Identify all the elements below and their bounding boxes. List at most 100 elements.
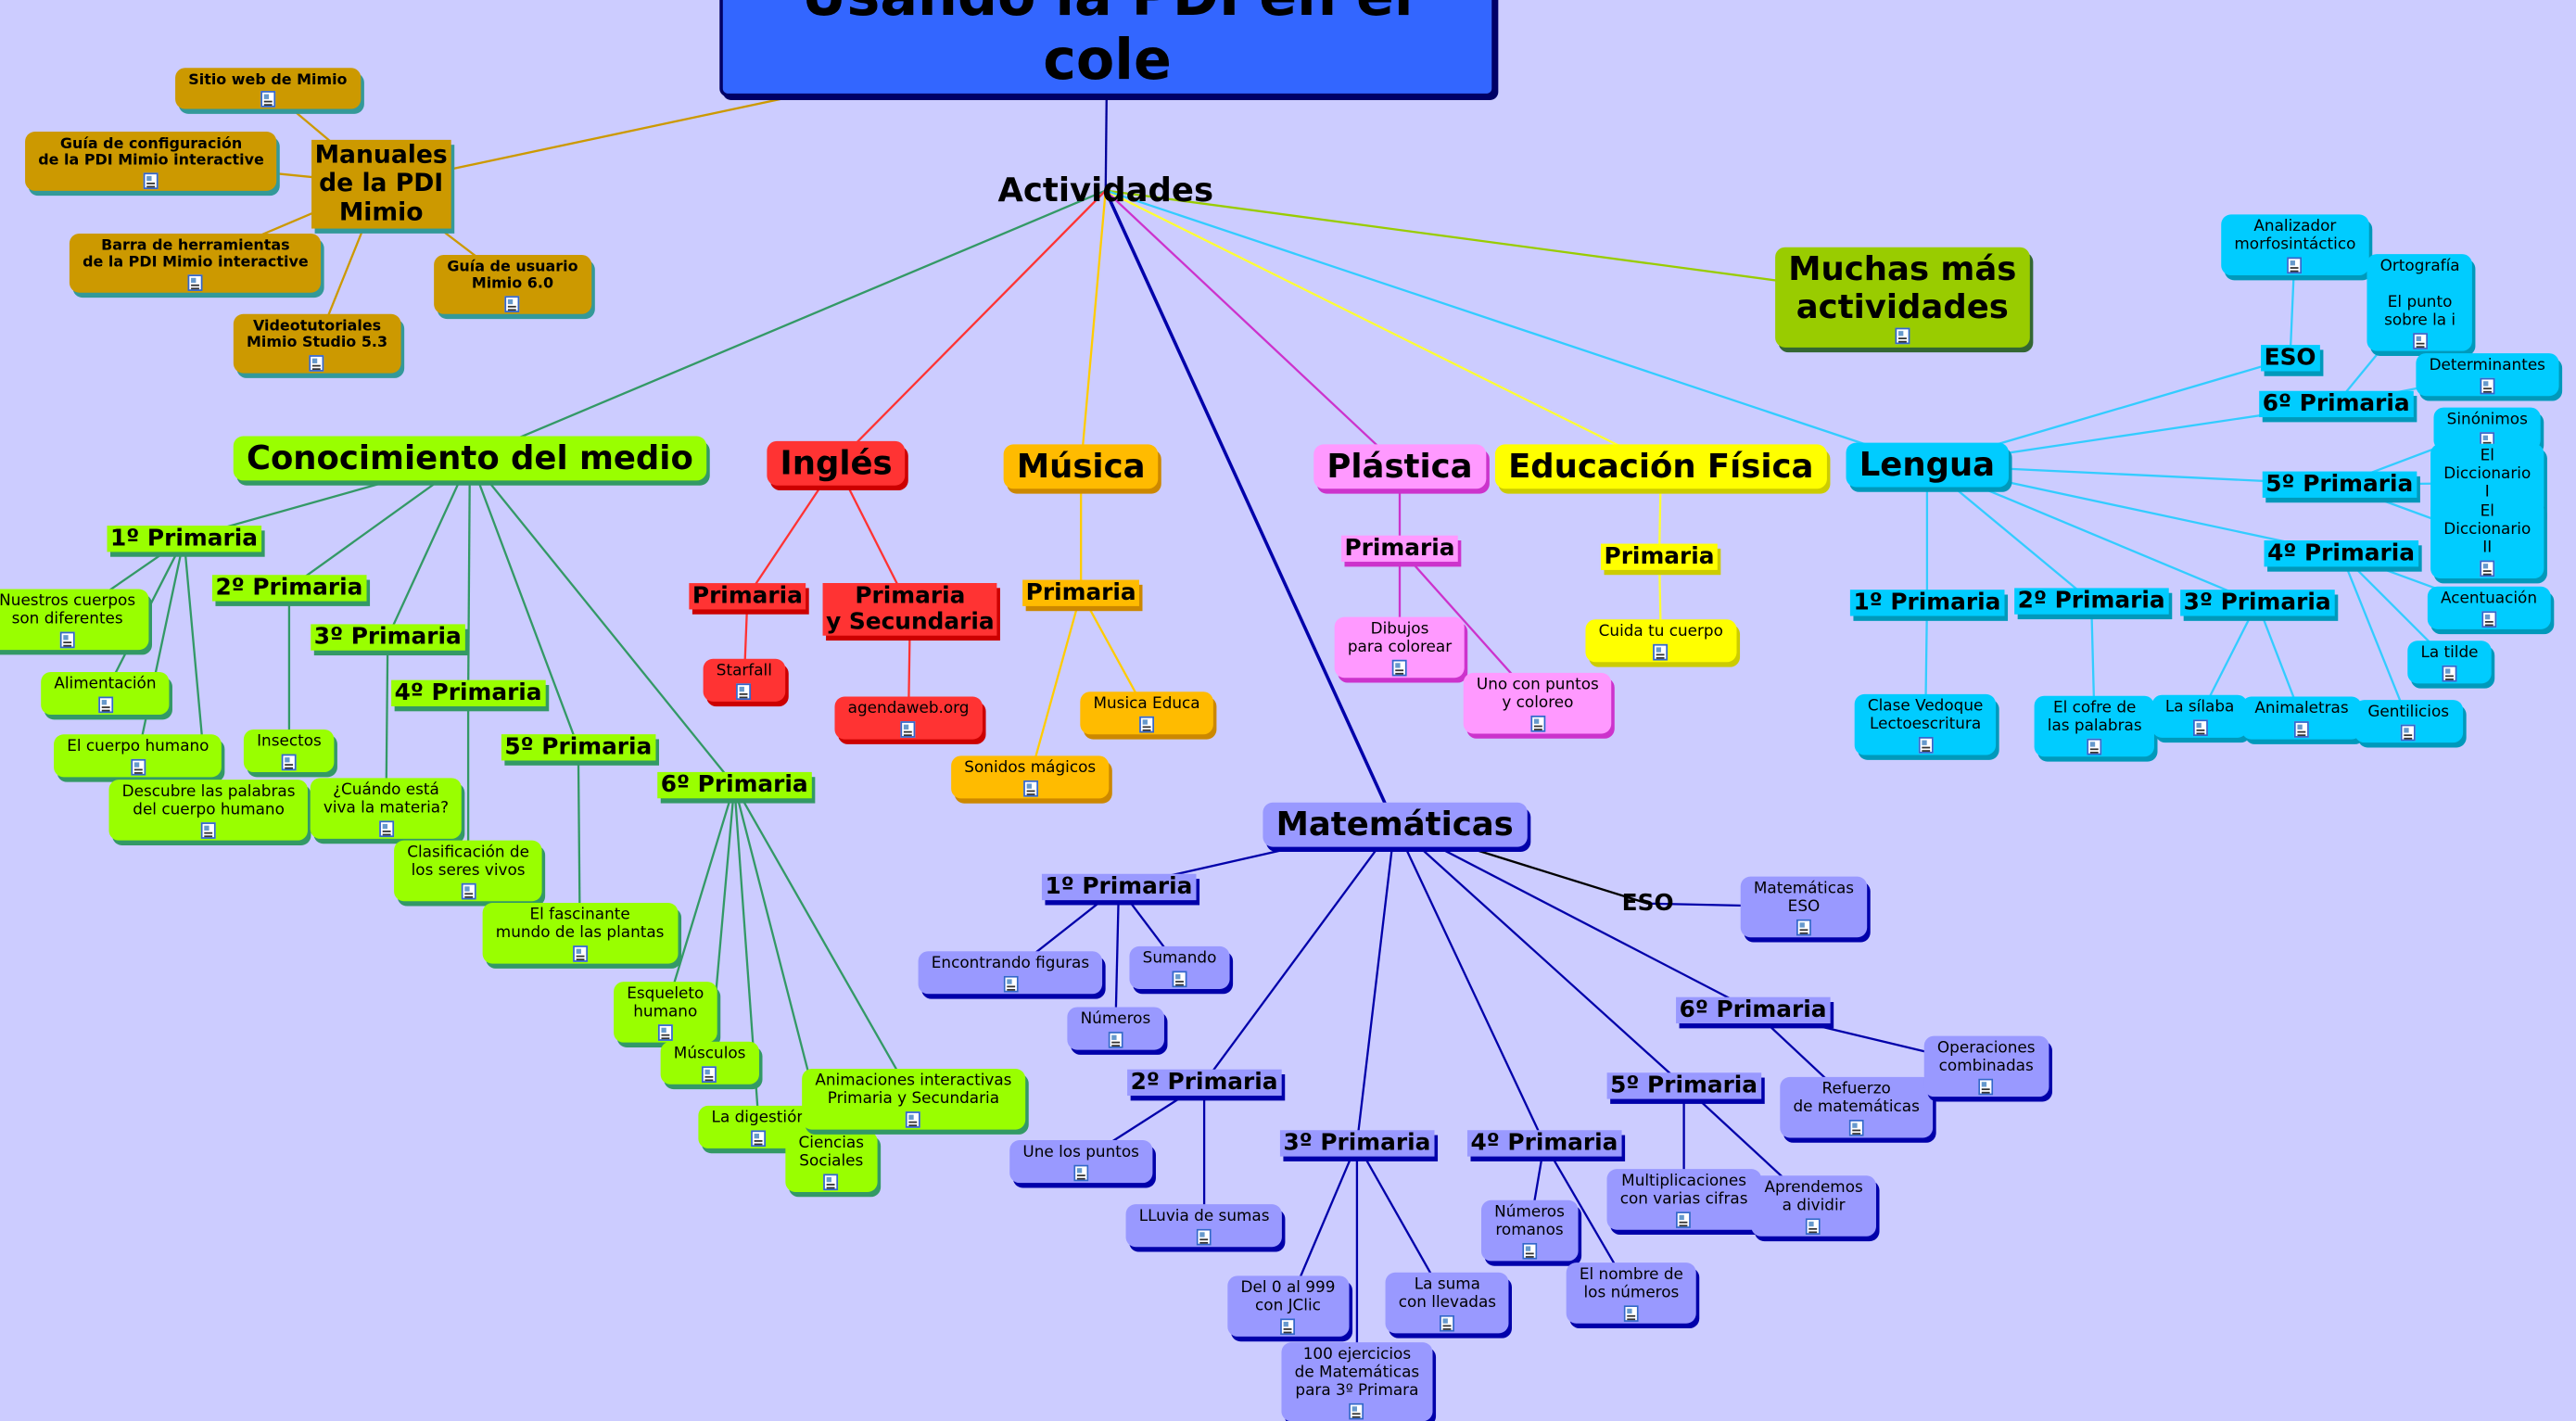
document-icon[interactable] <box>1895 327 1910 345</box>
resource-node-animaciones[interactable]: Animaciones interactivas Primaria y Secu… <box>802 1069 1025 1130</box>
resource-node-dic2[interactable]: El Diccionario II <box>2430 499 2544 578</box>
document-icon[interactable] <box>2294 720 2309 738</box>
resource-node-musculos[interactable]: Músculos <box>660 1041 759 1085</box>
document-icon[interactable] <box>1172 971 1187 988</box>
document-icon[interactable] <box>1440 1314 1455 1332</box>
document-icon[interactable] <box>144 171 159 189</box>
document-icon[interactable] <box>1108 1031 1123 1048</box>
document-icon[interactable] <box>1002 975 1018 993</box>
resource-node-multi[interactable]: Multiplicaciones con varias cifras <box>1606 1169 1761 1230</box>
resource-node-unopuntos[interactable]: Uno con puntos y coloreo <box>1463 672 1613 734</box>
resource-node-descubre[interactable]: Descubre las palabras del cuerpo humano <box>108 780 309 841</box>
document-icon[interactable] <box>378 820 394 837</box>
document-icon[interactable] <box>823 1174 839 1190</box>
resource-node-sinonimos[interactable]: Sinónimos <box>2433 407 2542 450</box>
resource-node-operaciones[interactable]: Operaciones combinadas <box>1923 1035 2049 1097</box>
resource-node-clasif[interactable]: Clasificación de los seres vivos <box>394 840 543 901</box>
resource-node-aprendemos[interactable]: Aprendemos a dividir <box>1751 1175 1876 1237</box>
resource-node-del0[interactable]: Del 0 al 999 con JClic <box>1227 1275 1349 1337</box>
resource-node-barra[interactable]: Barra de herramientas de la PDI Mimio in… <box>69 233 322 293</box>
resource-node-tilde[interactable]: La tilde <box>2407 641 2492 684</box>
resource-node-cuando[interactable]: ¿Cuándo está viva la materia? <box>310 778 463 839</box>
document-icon[interactable] <box>1392 659 1407 677</box>
resource-node-acentuacion[interactable]: Acentuación <box>2427 586 2551 629</box>
document-icon[interactable] <box>310 354 325 372</box>
resource-node-lluvia[interactable]: LLuvia de sumas <box>1125 1204 1283 1248</box>
document-icon[interactable] <box>1529 715 1545 732</box>
resource-node-plantas[interactable]: El fascinante mundo de las plantas <box>482 903 678 964</box>
document-icon[interactable] <box>2192 719 2208 736</box>
document-icon[interactable] <box>1197 1228 1212 1246</box>
document-icon[interactable] <box>906 1110 921 1128</box>
document-icon[interactable] <box>1796 919 1811 936</box>
document-icon[interactable] <box>1978 1078 1994 1096</box>
resource-node-cien[interactable]: 100 ejercicios de Matemáticas para 3º Pr… <box>1281 1342 1433 1421</box>
resource-node-alimentacion[interactable]: Alimentación <box>41 671 170 715</box>
resource-node-cuerpo[interactable]: El cuerpo humano <box>54 734 222 778</box>
resource-node-insectos[interactable]: Insectos <box>243 729 335 772</box>
document-icon[interactable] <box>1522 1242 1537 1260</box>
resource-node-cofre[interactable]: El cofre de las palabras <box>2034 695 2155 757</box>
resource-node-guiaconf[interactable]: Guía de configuración de la PDI Mimio in… <box>25 132 278 191</box>
resource-node-nuestros[interactable]: Nuestros cuerpos son diferentes <box>0 589 149 650</box>
resource-node-suma[interactable]: La suma con llevadas <box>1385 1272 1510 1334</box>
document-icon[interactable] <box>1073 1164 1089 1182</box>
document-icon[interactable] <box>1349 1402 1364 1420</box>
resource-node-cuida[interactable]: Cuida tu cuerpo <box>1585 619 1737 663</box>
resource-node-video[interactable]: Videotutoriales Mimio Studio 5.3 <box>233 313 401 374</box>
document-icon[interactable] <box>736 683 752 700</box>
document-icon[interactable] <box>59 631 75 649</box>
resource-node-nombre[interactable]: El nombre de los números <box>1566 1262 1697 1324</box>
document-icon[interactable] <box>751 1130 767 1147</box>
resource-node-une[interactable]: Une los puntos <box>1009 1140 1153 1183</box>
resource-node-vedoque[interactable]: Clase Vedoque Lectoescritura <box>1854 693 1997 755</box>
document-icon[interactable] <box>1139 716 1155 733</box>
document-icon[interactable] <box>1848 1119 1864 1136</box>
resource-node-meduca[interactable]: Musica Educa <box>1080 691 1213 735</box>
resource-node-determinantes[interactable]: Determinantes <box>2416 353 2559 397</box>
resource-node-dibujos[interactable]: Dibujos para colorear <box>1334 616 1466 678</box>
resource-node-sumando[interactable]: Sumando <box>1129 945 1230 989</box>
document-icon[interactable] <box>1623 1304 1639 1322</box>
resource-node-refuerzo[interactable]: Refuerzo de matemáticas <box>1780 1076 1934 1138</box>
resource-node-esqueleto[interactable]: Esqueleto humano <box>614 982 717 1043</box>
resource-node-analizador[interactable]: Analizador morfosintáctico <box>2221 214 2369 275</box>
resource-node-guiausu[interactable]: Guía de usuario Mimio 6.0 <box>434 254 591 314</box>
document-icon[interactable] <box>2412 332 2428 349</box>
document-icon[interactable] <box>572 945 588 962</box>
document-icon[interactable] <box>702 1066 717 1083</box>
resource-node-gentilicios[interactable]: Gentilicios <box>2354 700 2463 743</box>
resource-node-mateeso[interactable]: Matemáticas ESO <box>1740 876 1868 937</box>
document-icon[interactable] <box>1806 1218 1821 1235</box>
document-icon[interactable] <box>1676 1211 1692 1228</box>
resource-node-starfall[interactable]: Starfall <box>703 658 786 702</box>
document-icon[interactable] <box>2401 724 2417 742</box>
document-icon[interactable] <box>201 821 217 839</box>
resource-node-ortografia[interactable]: Ortografía El punto sobre la i <box>2367 254 2473 351</box>
document-icon[interactable] <box>281 754 297 771</box>
document-icon[interactable] <box>1918 736 1934 754</box>
document-icon[interactable] <box>2481 611 2497 628</box>
document-icon[interactable] <box>1653 643 1669 661</box>
document-icon[interactable] <box>504 295 520 312</box>
document-icon[interactable] <box>2087 738 2102 755</box>
document-icon[interactable] <box>187 273 203 291</box>
resource-node-sitio[interactable]: Sitio web de Mimio <box>175 68 361 110</box>
document-icon[interactable] <box>97 696 113 714</box>
resource-node-ciencias[interactable]: Ciencias Sociales <box>785 1131 878 1192</box>
resource-node-animaletras[interactable]: Animaletras <box>2241 696 2362 740</box>
document-icon[interactable] <box>1022 780 1038 797</box>
resource-node-encontrando[interactable]: Encontrando figuras <box>918 951 1103 995</box>
document-icon[interactable] <box>2480 560 2495 577</box>
document-icon[interactable] <box>130 758 146 776</box>
resource-node-silaba[interactable]: La sílaba <box>2151 694 2248 738</box>
document-icon[interactable] <box>657 1023 673 1041</box>
resource-node-agenda[interactable]: agendaweb.org <box>834 696 983 740</box>
document-icon[interactable] <box>901 720 917 738</box>
document-icon[interactable] <box>461 882 476 900</box>
resource-node-numeros[interactable]: Números <box>1067 1007 1164 1050</box>
document-icon[interactable] <box>2442 665 2457 682</box>
resource-node-muchas[interactable]: Muchas más actividades <box>1775 247 2030 348</box>
document-icon[interactable] <box>260 91 275 108</box>
document-icon[interactable] <box>2287 257 2303 273</box>
